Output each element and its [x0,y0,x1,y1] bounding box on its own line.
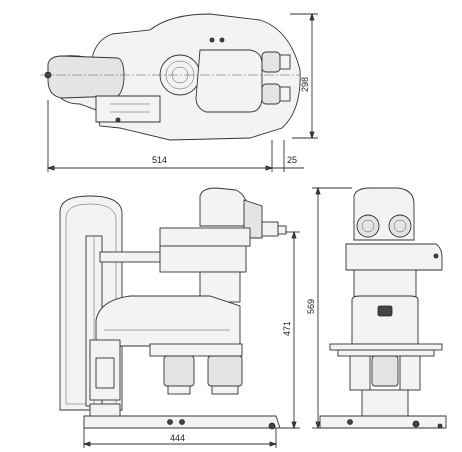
side-view [319,187,447,429]
side-dimension-569: 569 [306,186,352,430]
dim-25-label: 25 [287,155,297,165]
dim-471-label: 471 [282,321,292,336]
dim-514-label: 514 [152,155,167,165]
top-view [40,13,301,141]
dim-444-label: 444 [170,433,185,443]
dim-569-label: 569 [306,299,316,314]
dim-298-label: 298 [300,77,310,92]
top-dimension-298: 298 [290,12,318,140]
front-dimension-471: 471 [280,230,300,430]
top-dimension-25: 25 [272,140,304,172]
front-dimension-444: 444 [82,428,278,448]
front-view [59,187,287,430]
top-dimension-514: 514 [46,100,274,172]
